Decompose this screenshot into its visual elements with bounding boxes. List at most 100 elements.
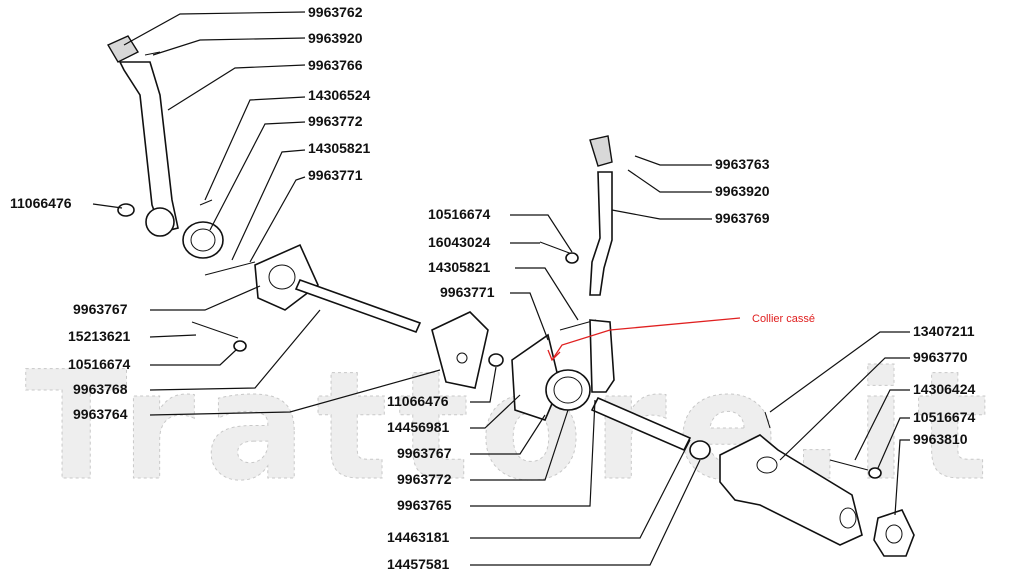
end-cap-hole — [885, 524, 903, 544]
ring-middle — [689, 440, 711, 460]
label-14463181: 14463181 — [387, 529, 450, 545]
label-9963766: 9963766 — [308, 57, 363, 73]
plate-hole — [456, 352, 468, 364]
label-16043024: 16043024 — [428, 234, 491, 250]
leader-l8 — [92, 203, 123, 209]
bushing-left-inner — [190, 228, 216, 252]
right-housing-assembly — [511, 135, 915, 557]
leader-r5 — [779, 357, 910, 461]
washer-left — [117, 203, 135, 217]
screw-left-low — [191, 321, 239, 339]
leader-l5 — [209, 121, 306, 231]
label-9963770: 9963770 — [913, 349, 968, 365]
label-9963767-mid: 9963767 — [397, 445, 452, 461]
label-10516674-mid: 10516674 — [428, 206, 491, 222]
leader-l10 — [149, 334, 197, 338]
collar-left-hole — [268, 264, 296, 290]
bushing-middle-inner — [553, 376, 583, 404]
bolt-right — [829, 459, 869, 471]
label-9963763: 9963763 — [715, 156, 770, 172]
label-11066476-mid: 11066476 — [387, 393, 449, 409]
label-9963768: 9963768 — [73, 381, 128, 397]
ring-left — [488, 353, 504, 367]
leader-r8 — [894, 439, 910, 516]
housing-main — [719, 434, 863, 546]
screw-middle-top — [539, 241, 573, 255]
label-9963810: 9963810 — [913, 431, 968, 447]
annotation-collier-casse: Collier cassé — [752, 313, 815, 325]
bushing-middle — [545, 369, 591, 411]
watermark-text: Trattore.it — [25, 340, 998, 514]
lever-knob-right — [589, 135, 613, 167]
leader-m7 — [470, 414, 546, 455]
leader-m11 — [470, 459, 701, 566]
label-9963772-left: 9963772 — [308, 113, 363, 129]
lever-arm-right — [589, 171, 613, 296]
shaft-left — [294, 278, 422, 334]
bolt-left — [204, 261, 256, 276]
washer-right — [868, 467, 882, 479]
leader-lines — [92, 11, 910, 566]
leader-l4 — [204, 96, 306, 201]
bushing-left — [182, 221, 224, 259]
label-10516674-left: 10516674 — [68, 356, 131, 372]
leader-r7 — [877, 417, 910, 469]
grease-fitting — [764, 411, 771, 429]
end-cap — [873, 509, 915, 557]
leader-m8 — [470, 409, 569, 481]
lever-knob-left — [107, 35, 140, 63]
leader-l13 — [149, 369, 441, 416]
label-14305821-mid: 14305821 — [428, 259, 491, 275]
plate-left — [431, 311, 489, 389]
label-9963771-left: 9963771 — [308, 167, 363, 183]
label-9963767-left: 9963767 — [73, 301, 128, 317]
lever-hub-left — [145, 207, 175, 237]
leader-l2 — [152, 37, 306, 56]
screw-left-top — [144, 51, 161, 56]
washer-left-low — [233, 340, 247, 352]
label-14306524: 14306524 — [308, 87, 371, 103]
label-9963772-mid: 9963772 — [397, 471, 452, 487]
label-9963764: 9963764 — [73, 406, 128, 422]
label-9963771-mid: 9963771 — [440, 284, 495, 300]
leader-m3 — [515, 267, 579, 321]
leader-r2 — [627, 169, 712, 193]
leader-r3 — [611, 209, 712, 220]
shaft-middle — [590, 396, 692, 452]
housing-end-hole — [839, 507, 857, 529]
washer-middle-top — [565, 252, 579, 264]
annotation-arrow-head — [547, 349, 561, 362]
leader-r4 — [769, 331, 910, 413]
leader-m6 — [470, 394, 521, 429]
leader-m10 — [470, 439, 691, 539]
leader-m4 — [510, 292, 549, 341]
label-9963920-right: 9963920 — [715, 183, 770, 199]
leader-l1 — [123, 11, 306, 46]
label-9963762: 9963762 — [308, 4, 363, 20]
label-9963920-left: 9963920 — [308, 30, 363, 46]
leader-m9 — [470, 399, 596, 507]
leader-m5 — [470, 366, 497, 403]
label-15213621: 15213621 — [68, 328, 131, 344]
leader-l9 — [150, 285, 261, 311]
label-9963769: 9963769 — [715, 210, 770, 226]
leader-l6 — [231, 149, 306, 261]
collar-left — [254, 243, 319, 311]
annotation-arrow-line — [551, 317, 741, 361]
leader-l3 — [167, 64, 306, 111]
leader-l12 — [149, 309, 321, 391]
leader-l11 — [150, 349, 237, 366]
leader-r1 — [634, 155, 712, 166]
housing-port — [756, 456, 778, 474]
label-13407211: 13407211 — [913, 323, 975, 339]
label-14456981: 14456981 — [387, 419, 450, 435]
screw-left-mid — [199, 199, 213, 206]
label-14306424: 14306424 — [913, 381, 976, 397]
leader-m1 — [510, 214, 573, 253]
lever-arm-middle — [589, 319, 615, 393]
part-number-labels: 9963762 9963920 9963766 14306524 9963772… — [10, 4, 976, 572]
label-9963765: 9963765 — [397, 497, 452, 513]
label-14457581: 14457581 — [387, 556, 450, 572]
